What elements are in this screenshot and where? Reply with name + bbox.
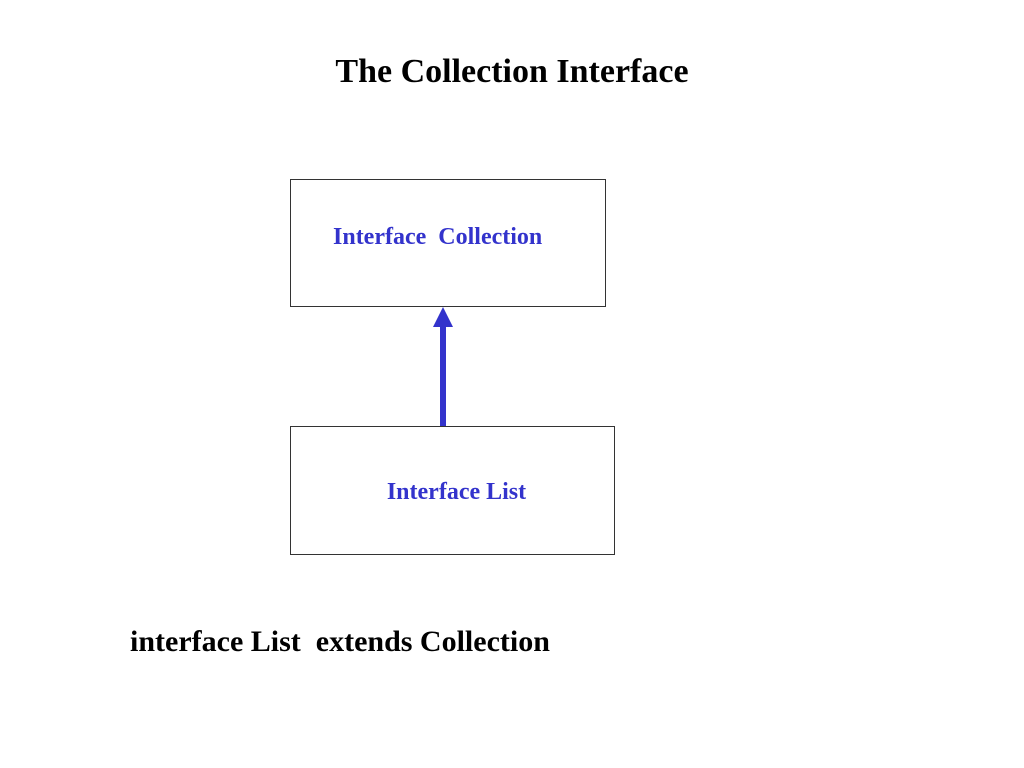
collection-interface-box: Interface Collection	[290, 179, 606, 307]
list-interface-label: Interface List	[386, 479, 527, 505]
list-interface-box: Interface List	[290, 426, 615, 555]
extends-declaration: interface List extends Collection	[130, 625, 550, 658]
collection-interface-label: Interface Collection	[333, 224, 543, 250]
inheritance-arrow-head	[433, 307, 453, 327]
slide-title: The Collection Interface	[335, 53, 689, 90]
